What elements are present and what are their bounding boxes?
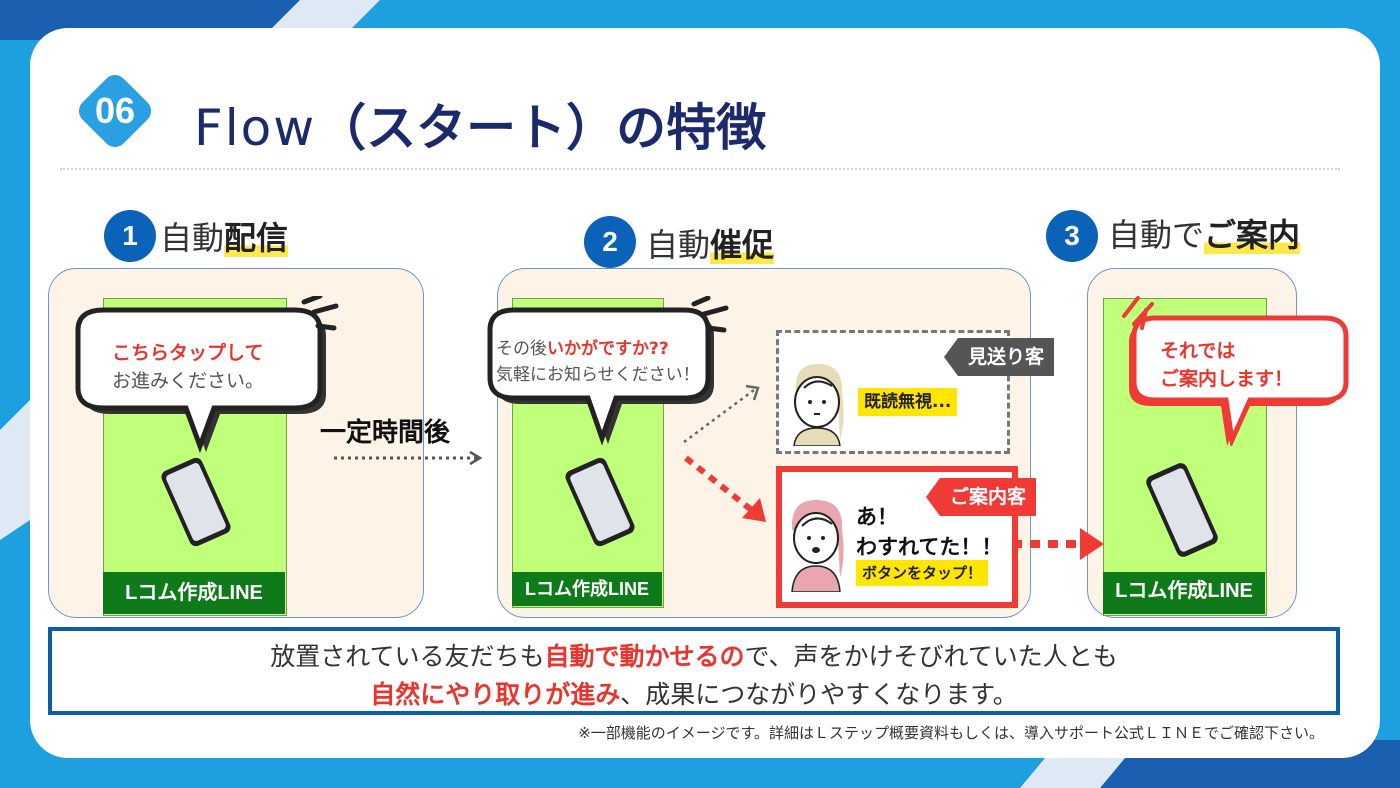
bubble-2-line1: その後いかがですか?? — [496, 336, 669, 363]
summary-line-1-highlight: 自動で動かせるの — [544, 642, 745, 671]
step-2-number: 2 — [584, 216, 636, 268]
bubble-1-highlight: こちらタップして — [112, 342, 264, 364]
number-badge — [78, 74, 152, 148]
footnote: ※一部機能のイメージです。詳細はＬステップ概要資料もしくは、導入サポート公式ＬＩ… — [578, 724, 1324, 742]
speech-bubble-3 — [1122, 296, 1349, 446]
smartphone-icon — [161, 457, 231, 547]
guide-customer-reaction: ボタンをタップ！ — [856, 560, 989, 586]
arrow-icon — [334, 450, 483, 466]
guide-customer-tag: ご案内客 — [926, 478, 1037, 516]
phone-tag-3: Lコム作成LINE — [1103, 572, 1265, 614]
step-3-label-bold: ご案内 — [1204, 216, 1301, 254]
skip-customer-reaction: 既読無視... — [858, 388, 958, 416]
summary-box: 放置されている友だちも自動で動かせるので、声をかけそびれていた人とも 自然にやり… — [48, 627, 1340, 715]
guide-speech-line2: わすれてた！！ — [856, 535, 1003, 559]
step-1-label-plain: 自動 — [160, 219, 225, 257]
step-1-number: 1 — [104, 210, 156, 262]
step-1-label-bold: 配信 — [224, 219, 289, 257]
step-2-label: 自動催促 — [646, 220, 775, 266]
step-3-label-plain: 自動で — [1108, 216, 1205, 254]
bubble-2-highlight: いかがですか?? — [547, 339, 669, 359]
smartphone-icon — [1146, 463, 1218, 557]
skip-customer-tag: 見送り客 — [944, 338, 1055, 376]
summary-line-1: 放置されている友だちも自動で動かせるので、声をかけそびれていた人とも — [52, 637, 1336, 673]
step-1-label: 自動配信 — [160, 213, 289, 259]
summary-line-1-before: 放置されている友だちも — [270, 642, 545, 671]
red-arrow-icon — [1012, 528, 1104, 560]
section-number: 06 — [94, 90, 136, 131]
branch-arrows-icon — [683, 384, 766, 522]
bubble-1-text: お進みください。 — [112, 370, 265, 392]
summary-line-2: 自然にやり取りが進み、成果につながりやすくなります。 — [52, 675, 1336, 711]
title-jp: （スタート）の特徴 — [316, 99, 767, 157]
person-neutral-icon — [793, 364, 844, 446]
step-3-label: 自動でご案内 — [1108, 210, 1301, 256]
page-title: Flow（スタート）の特徴 — [194, 88, 766, 160]
phone-tag-1: Lコム作成LINE — [103, 572, 285, 614]
bubble-2-prefix: その後 — [496, 339, 547, 359]
step-2-label-plain: 自動 — [646, 226, 711, 264]
title-divider — [60, 168, 1340, 170]
speech-bubble-1 — [75, 296, 339, 454]
guide-speech-line1: あ！ — [856, 505, 898, 529]
phone-tag-2: Lコム作成LINE — [512, 572, 662, 606]
after-time-label: 一定時間後 — [320, 418, 451, 448]
speech-bubble-2 — [487, 296, 729, 446]
person-smiling-icon — [791, 500, 844, 592]
summary-line-2-highlight: 自然にやり取りが進み — [370, 680, 621, 709]
summary-line-1-after: で、声をかけそびれていた人とも — [744, 642, 1118, 671]
step-3-number: 3 — [1046, 210, 1098, 262]
summary-line-2-after: 、成果につながりやすくなります。 — [620, 680, 1018, 709]
smartphone-icon — [565, 457, 635, 547]
title-latin: Flow — [194, 99, 317, 157]
bubble-3-line1: それでは — [1160, 340, 1236, 362]
bubble-2-text: 気軽にお知らせください！ — [496, 365, 700, 385]
bubble-3-line2: ご案内します！ — [1160, 368, 1294, 390]
step-2-label-bold: 催促 — [710, 226, 775, 264]
